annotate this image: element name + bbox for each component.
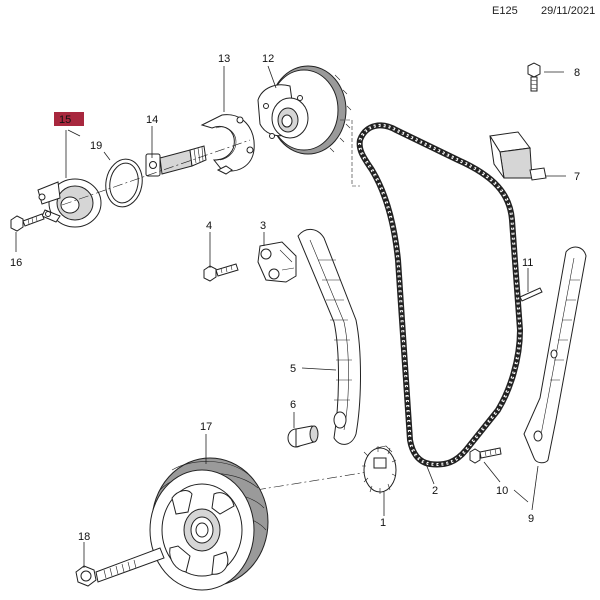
part-6-pin[interactable] (287, 425, 319, 448)
part-9-guide-rail[interactable] (523, 246, 587, 464)
part-17-crank-pulley[interactable] (149, 457, 269, 591)
part-19-o-ring[interactable] (102, 156, 146, 210)
part-13-cover-plate[interactable] (200, 114, 255, 175)
diagram-code: E125 (492, 5, 518, 17)
part-3-tensioner[interactable] (257, 241, 297, 283)
callout-14[interactable]: 14 (146, 114, 158, 126)
callout-9[interactable]: 9 (528, 513, 534, 525)
callout-16[interactable]: 16 (10, 257, 22, 269)
part-5-tensioner-rail[interactable] (297, 229, 361, 445)
callout-6[interactable]: 6 (290, 399, 296, 411)
callout-17[interactable]: 17 (200, 421, 212, 433)
callout-labels: 15 13 12 14 19 16 8 7 4 3 11 5 6 17 1 2 … (10, 53, 580, 543)
alignment-lines (61, 119, 381, 491)
callout-4[interactable]: 4 (206, 220, 212, 232)
part-10-bolt[interactable] (469, 447, 502, 464)
callout-10[interactable]: 10 (496, 485, 508, 497)
callout-18[interactable]: 18 (78, 531, 90, 543)
part-15-housing[interactable] (37, 178, 102, 228)
callout-19[interactable]: 19 (90, 140, 102, 152)
callout-2[interactable]: 2 (432, 485, 438, 497)
part-18-crank-bolt[interactable] (75, 547, 165, 587)
callout-1[interactable]: 1 (380, 517, 386, 529)
part-4-bolt[interactable] (203, 263, 239, 282)
part-16-bolt[interactable] (10, 213, 45, 232)
callout-11[interactable]: 11 (522, 257, 533, 269)
part-11-dowel[interactable] (519, 287, 543, 302)
callout-15[interactable]: 15 (59, 114, 71, 126)
callout-7[interactable]: 7 (574, 171, 580, 183)
diagram-date: 29/11/2021 (541, 5, 596, 17)
callout-8[interactable]: 8 (574, 67, 580, 79)
callout-12[interactable]: 12 (262, 53, 274, 65)
callout-5[interactable]: 5 (290, 363, 296, 375)
part-14-solenoid[interactable] (145, 145, 207, 177)
part-1-crank-sprocket[interactable] (362, 445, 397, 494)
part-2-timing-chain[interactable] (356, 122, 524, 468)
callout-3[interactable]: 3 (260, 220, 266, 232)
callout-13[interactable]: 13 (218, 53, 230, 65)
part-15-highlight (54, 112, 84, 126)
part-7-guide-block[interactable] (489, 131, 547, 181)
part-8-bolt[interactable] (527, 62, 541, 92)
part-12-cam-sprocket[interactable] (257, 65, 352, 155)
leader-lines (15, 65, 566, 568)
